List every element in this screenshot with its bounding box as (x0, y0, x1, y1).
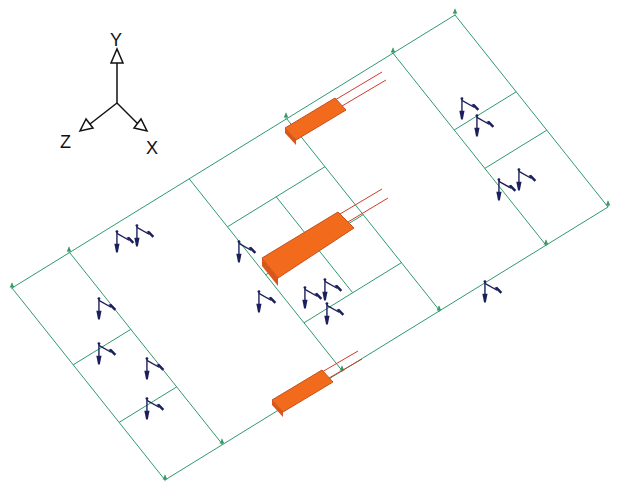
axis-label: X (146, 138, 158, 158)
axis-label: Z (60, 132, 71, 152)
node-markers (10, 9, 611, 481)
constraint-symbols (96, 97, 536, 419)
load-blocks (262, 72, 388, 417)
axis-triad (80, 49, 147, 131)
mesh-lines (12, 15, 608, 480)
axis-label: Y (110, 30, 122, 50)
